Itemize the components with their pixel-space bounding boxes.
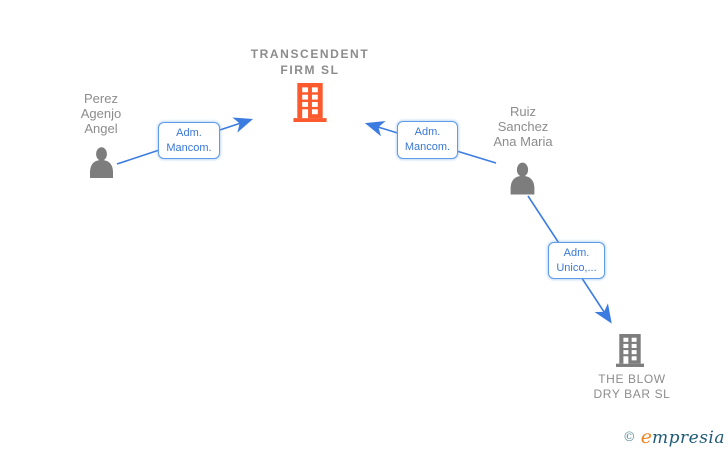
person-label-line: Ana Maria	[493, 134, 553, 149]
edge-label-line: Mancom.	[404, 141, 451, 153]
company-label-blowdrybar: THE BLOW DRY BAR SL	[572, 372, 692, 402]
edge-label-line: Adm.	[414, 126, 441, 138]
company-node-transcendent[interactable]	[293, 83, 327, 122]
person-label-ruiz: Ruiz Sanchez Ana Maria	[463, 104, 583, 149]
copyright-icon: ©	[622, 430, 636, 445]
building-icon	[616, 334, 644, 367]
person-label-line: Ruiz	[509, 104, 536, 119]
empresia-logo[interactable]: © empresia	[623, 426, 725, 448]
company-label-line: TRANSCENDENT	[250, 47, 370, 61]
edge-label-line: Unico,...	[556, 261, 597, 274]
person-node-perez[interactable]	[87, 147, 116, 178]
logo-letter-e: e	[640, 426, 652, 448]
person-label-line: Sanchez	[497, 119, 549, 134]
company-label-line: FIRM SL	[280, 63, 340, 77]
edge-label-adm-unico[interactable]: Adm. Unico,...	[548, 242, 605, 279]
company-label-transcendent: TRANSCENDENT FIRM SL	[220, 46, 400, 78]
edge-label-adm-mancom-1[interactable]: Adm. Mancom.	[158, 122, 220, 159]
person-label-line: Angel	[84, 121, 118, 136]
person-icon	[510, 162, 535, 195]
edge-label-line: Mancom.	[166, 141, 212, 154]
person-label-line: Agenjo	[80, 106, 122, 121]
person-node-ruiz[interactable]	[508, 162, 537, 195]
building-icon	[293, 83, 327, 122]
logo-text: mpresia	[652, 428, 725, 448]
edge-label-line: Adm.	[176, 126, 202, 139]
person-label-perez: Perez Agenjo Angel	[51, 91, 151, 136]
person-label-line: Perez	[84, 91, 118, 106]
edge-label-line: Adm.	[563, 246, 590, 259]
company-node-blowdrybar[interactable]	[616, 334, 644, 367]
edge-label-adm-mancom-2[interactable]: Adm. Mancom.	[397, 121, 458, 159]
company-label-line: THE BLOW	[598, 372, 666, 386]
company-label-line: DRY BAR SL	[593, 387, 671, 401]
person-icon	[90, 147, 113, 178]
